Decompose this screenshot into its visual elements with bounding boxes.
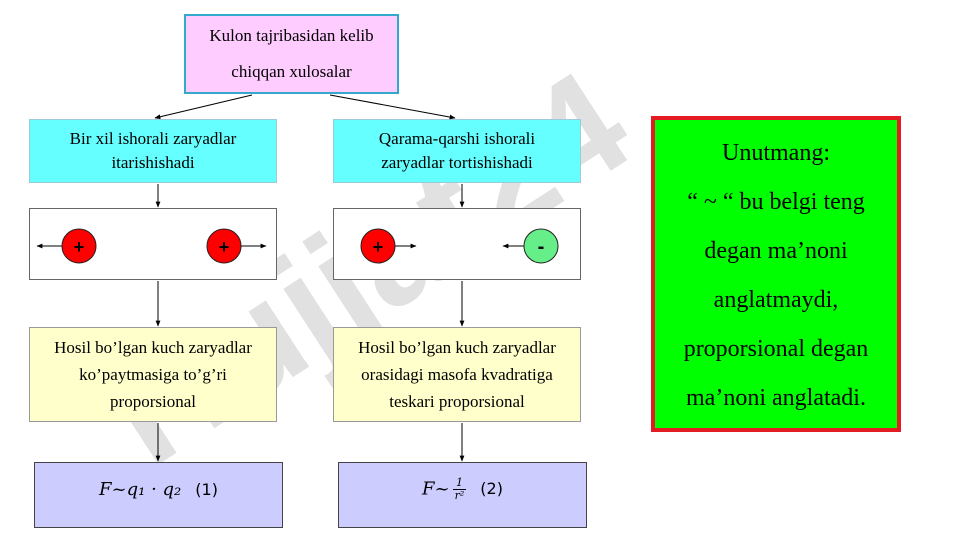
opposite-charges-illustration xyxy=(333,208,581,280)
opposite-law-line-3: teskari proporsional xyxy=(389,392,525,411)
reminder-note-box: Unutmang: “ ~ “ bu belgi teng degan ma’n… xyxy=(651,116,901,432)
opposite-law-line-1: Hosil bo’lgan kuch zaryadlar xyxy=(358,338,556,357)
connector-top-to-right xyxy=(329,94,456,120)
like-charges-law-box: Hosil bo’lgan kuch zaryadlar ko’paytmasi… xyxy=(29,327,277,422)
opposite-charges-law-box: Hosil bo’lgan kuch zaryadlar orasidagi m… xyxy=(333,327,581,422)
formula-box-1: F~q₁ · q₂(1) xyxy=(34,462,283,528)
opposite-rule-line-1: Qarama-qarshi ishorali xyxy=(378,129,536,148)
note-line-5: proporsional degan xyxy=(683,336,869,362)
connector-top-to-left xyxy=(154,94,253,120)
note-line-2: “ ~ “ bu belgi teng xyxy=(687,189,865,215)
formula-1-number: (1) xyxy=(195,479,218,499)
note-line-6: ma’noni anglatadi. xyxy=(686,385,866,411)
like-rule-line-1: Bir xil ishorali zaryadlar xyxy=(69,129,237,148)
opposite-law-line-2: orasidagi masofa kvadratiga xyxy=(361,365,553,384)
like-charges-rule-box: Bir xil ishorali zaryadlar itarishishadi xyxy=(29,119,277,183)
title-line-1: Kulon tajribasidan kelib xyxy=(209,26,374,45)
note-line-1: Unutmang: xyxy=(722,140,830,166)
opposite-charges-rule-box: Qarama-qarshi ishorali zaryadlar tortish… xyxy=(333,119,581,183)
note-line-4: anglatmaydi, xyxy=(713,287,839,313)
like-law-line-1: Hosil bo’lgan kuch zaryadlar xyxy=(54,338,252,357)
like-law-line-2: ko’paytmasiga to’g’ri xyxy=(79,365,227,384)
like-rule-line-2: itarishishadi xyxy=(111,153,195,172)
conclusions-title-box: Kulon tajribasidan kelib chiqqan xulosal… xyxy=(184,14,399,94)
formula-2-number: (2) xyxy=(480,479,503,498)
like-charges-illustration xyxy=(29,208,277,280)
like-law-line-3: proporsional xyxy=(110,392,196,411)
note-line-3: degan ma’noni xyxy=(704,238,848,264)
title-line-2: chiqqan xulosalar xyxy=(231,62,352,81)
opposite-rule-line-2: zaryadlar tortishishadi xyxy=(381,153,533,172)
formula-1: F~q₁ · q₂(1) xyxy=(99,478,218,500)
